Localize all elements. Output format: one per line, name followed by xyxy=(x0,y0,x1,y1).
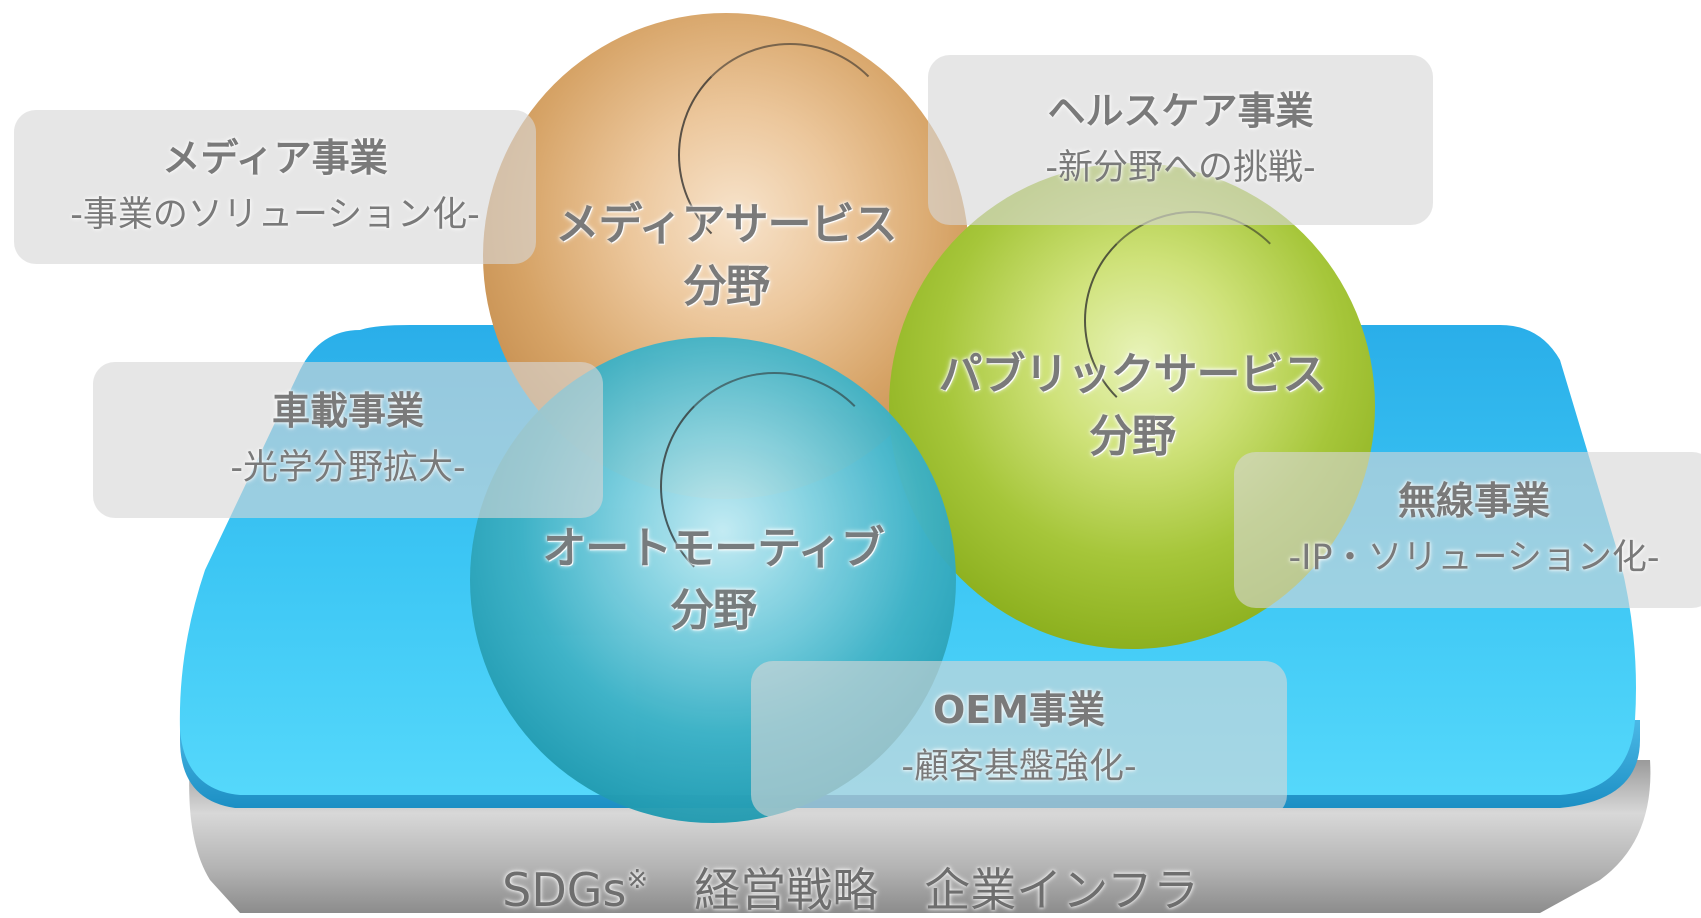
automotive-label-line2: 分野 xyxy=(670,585,757,636)
wireless-business-subtitle: -IP・ソリューション化- xyxy=(1288,538,1660,578)
healthcare-business-title: ヘルスケア事業 xyxy=(1047,89,1314,133)
footer-note-mark: ※ xyxy=(626,865,649,895)
media-business-title: メディア事業 xyxy=(162,136,388,180)
wireless-business-title: 無線事業 xyxy=(1397,479,1550,523)
automotive-business-box: 車載事業 -光学分野拡大- xyxy=(93,362,603,518)
media-service-label-line1: メディアサービス xyxy=(555,199,898,250)
public-service-label-line1: パブリックサービス xyxy=(938,349,1327,400)
footer-rest: 経営戦略 企業インフラ xyxy=(648,863,1199,917)
automotive-label-line1: オートモーティブ xyxy=(542,523,884,574)
automotive-business-title: 車載事業 xyxy=(271,389,424,433)
sphere-highlight xyxy=(678,43,902,267)
sphere-highlight xyxy=(660,372,889,601)
footer-sdgs: SDGs xyxy=(502,863,627,917)
media-service-label-line2: 分野 xyxy=(683,261,770,312)
wireless-business-box: 無線事業 -IP・ソリューション化- xyxy=(1234,452,1701,608)
media-business-subtitle: -事業のソリューション化- xyxy=(70,195,480,235)
oem-business-subtitle: -顧客基盤強化- xyxy=(901,747,1137,787)
healthcare-business-subtitle: -新分野への挑戦- xyxy=(1045,148,1316,188)
media-business-box: メディア事業 -事業のソリューション化- xyxy=(14,110,536,264)
oem-business-title: OEM事業 xyxy=(932,688,1106,732)
automotive-business-subtitle: -光学分野拡大- xyxy=(230,448,466,488)
platform-footer-label: SDGs※ 経営戦略 企業インフラ xyxy=(0,852,1701,918)
healthcare-business-box: ヘルスケア事業 -新分野への挑戦- xyxy=(928,55,1433,225)
public-service-label-line2: 分野 xyxy=(1089,411,1176,462)
oem-business-box: OEM事業 -顧客基盤強化- xyxy=(751,661,1287,817)
